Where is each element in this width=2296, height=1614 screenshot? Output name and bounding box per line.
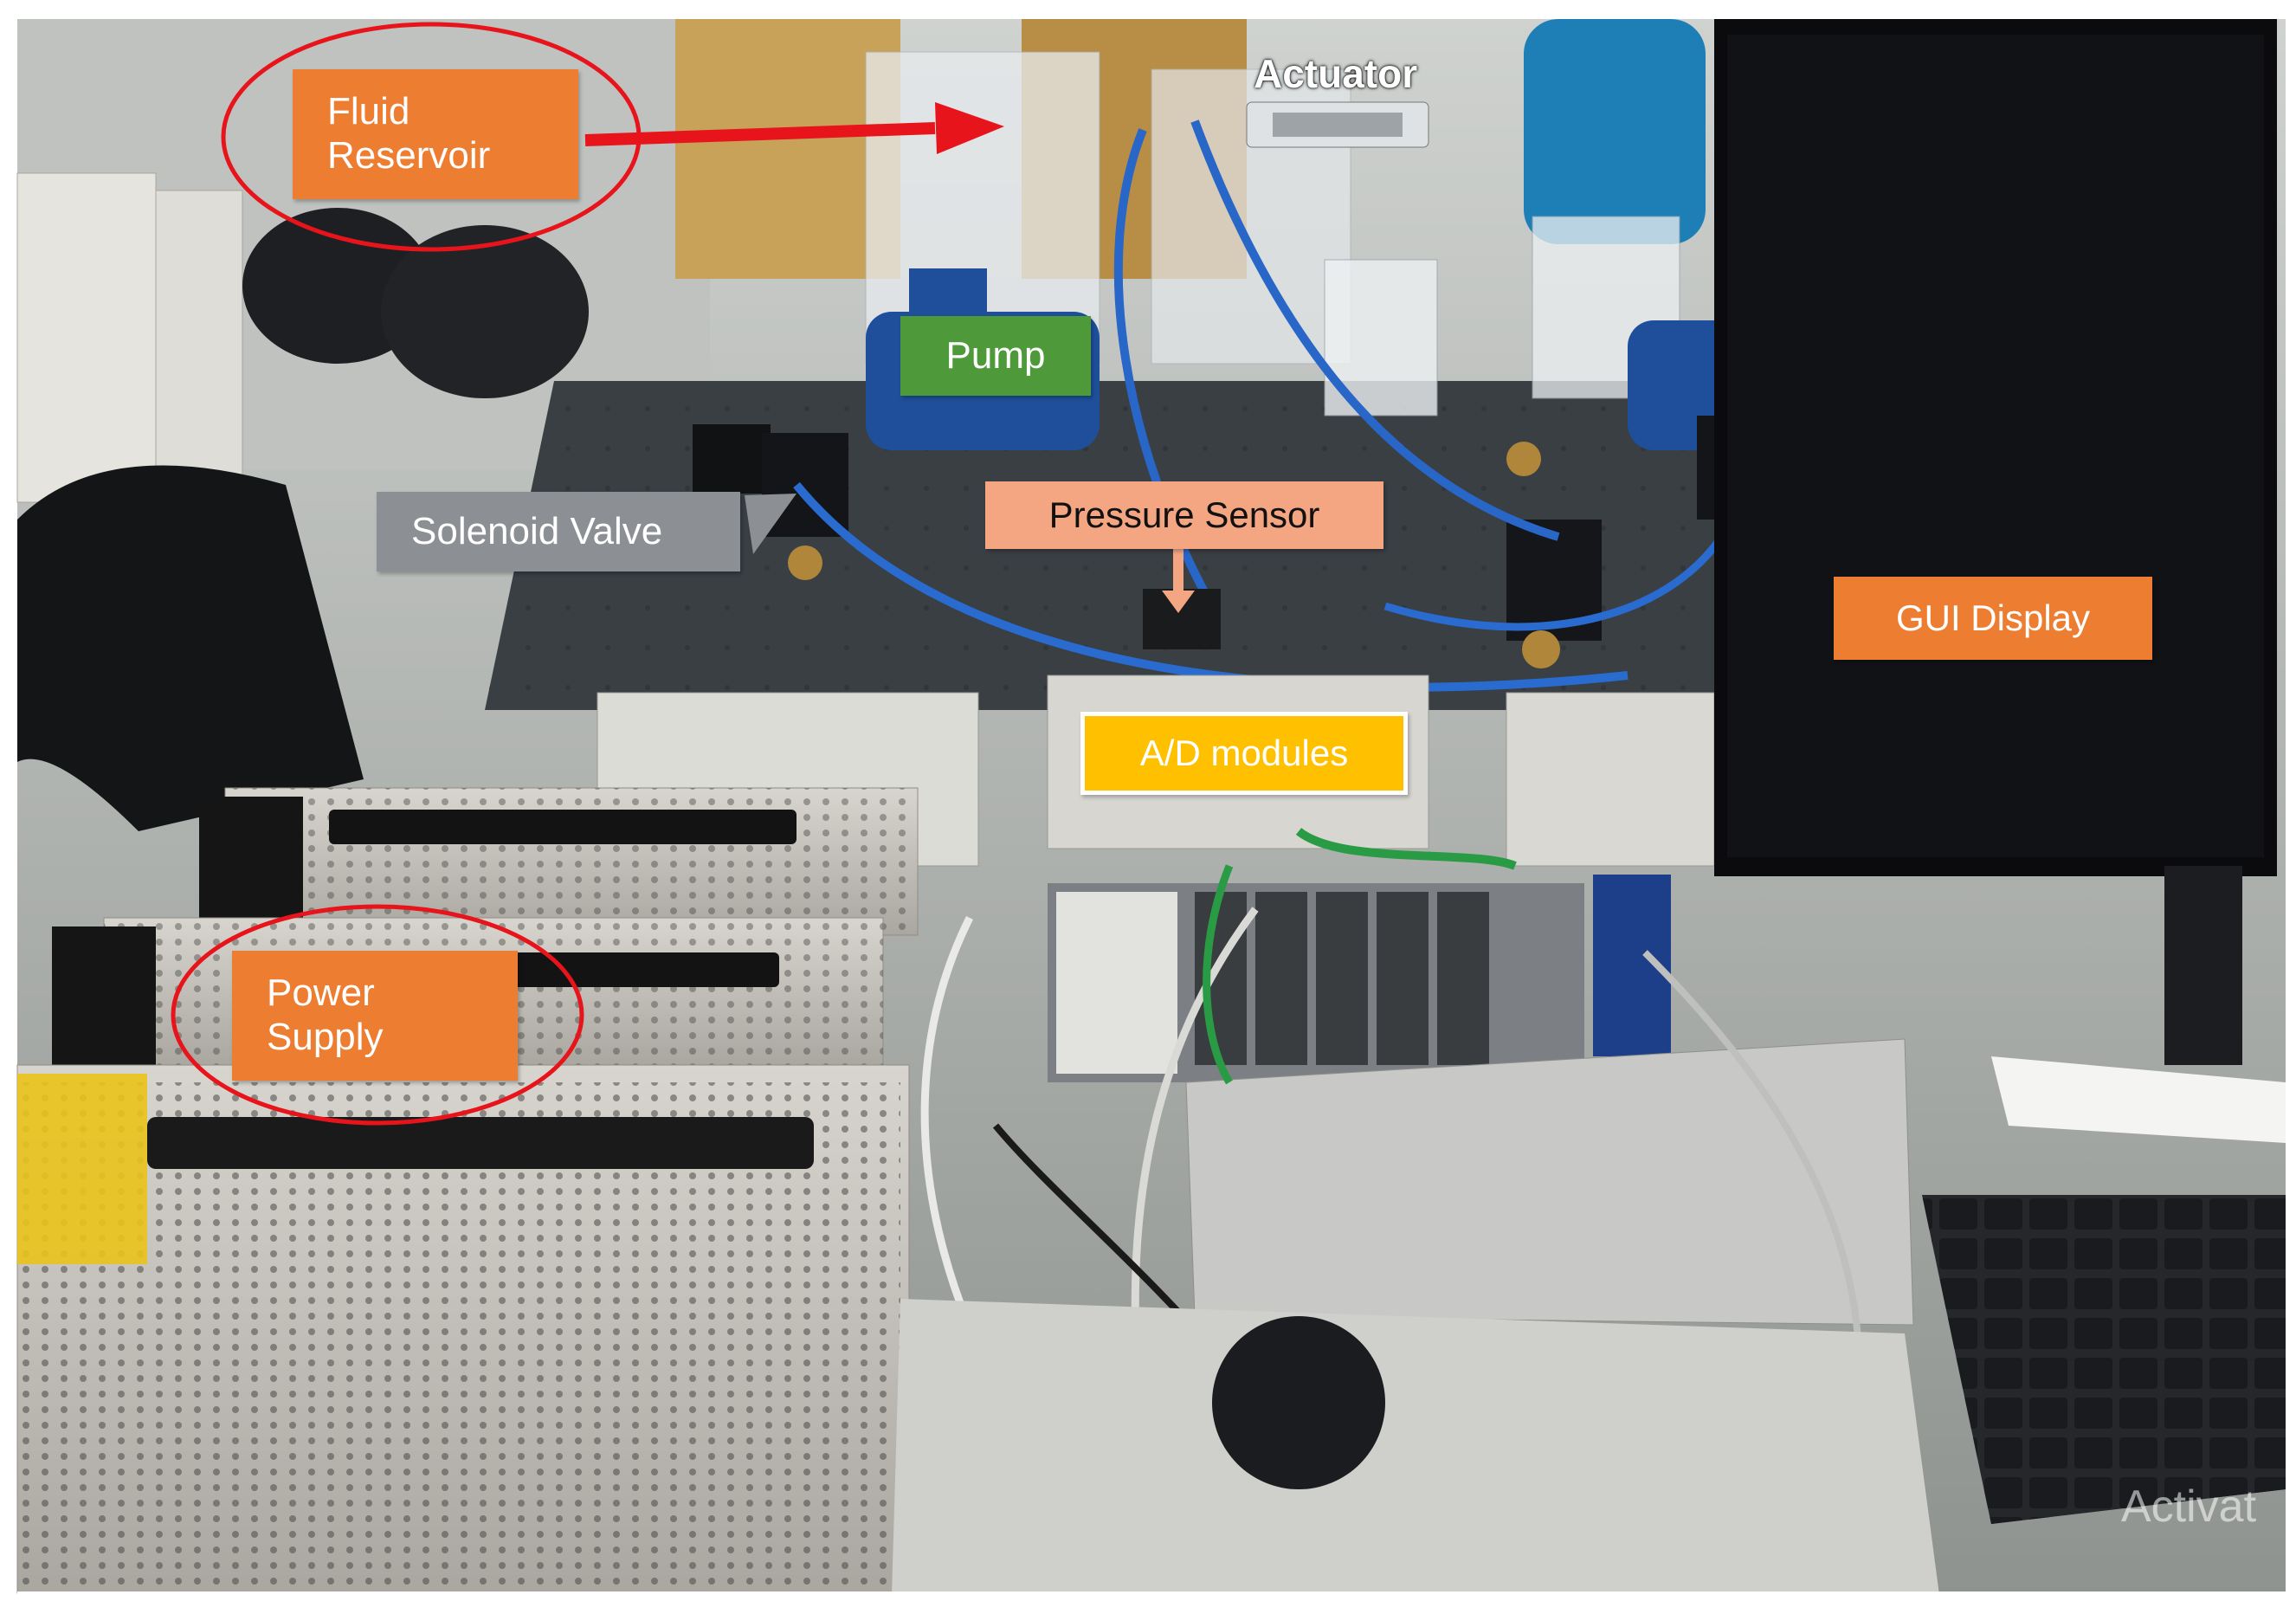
windows-activation-watermark: Activat <box>2121 1482 2257 1532</box>
fluid-reservoir-highlight <box>221 22 642 252</box>
fluid-reservoir-label-line1: Fluid <box>327 90 410 133</box>
pressure-sensor-label: Pressure Sensor <box>985 481 1383 549</box>
pump-label: Pump <box>900 316 1091 396</box>
fluid-reservoir-label-line2: Reservoir <box>327 134 491 177</box>
fluid-reservoir-arrow <box>584 122 936 146</box>
person <box>1524 19 1706 244</box>
chair <box>17 465 364 831</box>
fluid-reservoir-label: Fluid Reservoir <box>293 69 578 199</box>
power-supply-highlight <box>171 904 584 1126</box>
actuator-label: Actuator <box>1254 51 1418 96</box>
ad-modules-label: A/D modules <box>1080 712 1408 795</box>
power-supply-label-line1: Power <box>267 972 375 1015</box>
solenoid-valve-label: Solenoid Valve <box>377 492 740 571</box>
power-supply-label: Power Supply <box>232 951 518 1081</box>
arrow-head <box>935 102 1004 154</box>
power-supply-label-line2: Supply <box>267 1016 384 1058</box>
gui-display-label: GUI Display <box>1834 577 2152 660</box>
